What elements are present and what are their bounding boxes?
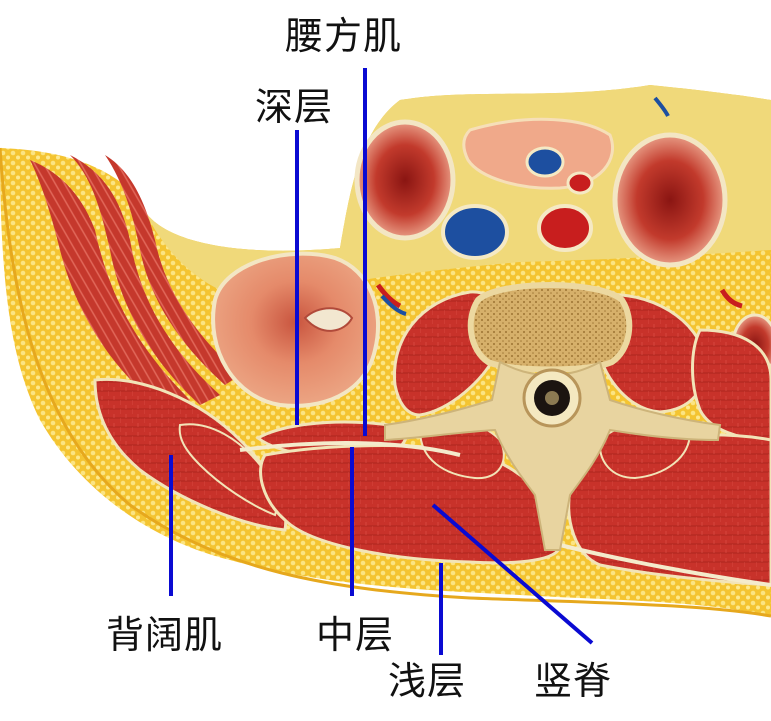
label-middle-layer: 中层 [316, 613, 395, 657]
ascending-colon [612, 132, 728, 268]
aorta [537, 204, 593, 252]
abdominal-cavity [140, 85, 771, 300]
vertebral-arch [384, 360, 722, 551]
skin-edge [0, 147, 771, 618]
thoracolumbar-fascia [239, 441, 771, 587]
renal-vessel-left-red [375, 283, 402, 309]
renal-vessel-right-red [719, 288, 743, 309]
renal-pelvis [303, 307, 354, 332]
label-latissimus-dorsi: 背阔肌 [106, 613, 224, 657]
label-deep-layer: 深层 [255, 85, 334, 129]
label-erector-spinae: 竖脊 [534, 659, 613, 703]
renal-vessel-left-blue [380, 294, 407, 316]
abdominal-wall-muscle-middle [70, 155, 220, 405]
small-vessel-top-right [653, 96, 670, 117]
pointer-lines [169, 68, 594, 655]
superior-mesenteric-artery [566, 171, 594, 195]
label-superficial-layer: 浅层 [388, 659, 467, 703]
inferior-vena-cava [441, 204, 509, 260]
external-oblique-posterior [178, 423, 278, 517]
label-quadratus-lumborum: 腰方肌 [285, 14, 403, 58]
pointer-line-erector-spinae [431, 503, 594, 645]
vertebral-body [467, 282, 633, 373]
spinal-cord-center [545, 391, 559, 405]
descending-colon [354, 119, 456, 241]
abdominal-wall-muscle-outer [30, 160, 190, 415]
abdominal-wall-muscle-inner [105, 155, 240, 385]
superior-mesenteric-vein [525, 146, 565, 178]
